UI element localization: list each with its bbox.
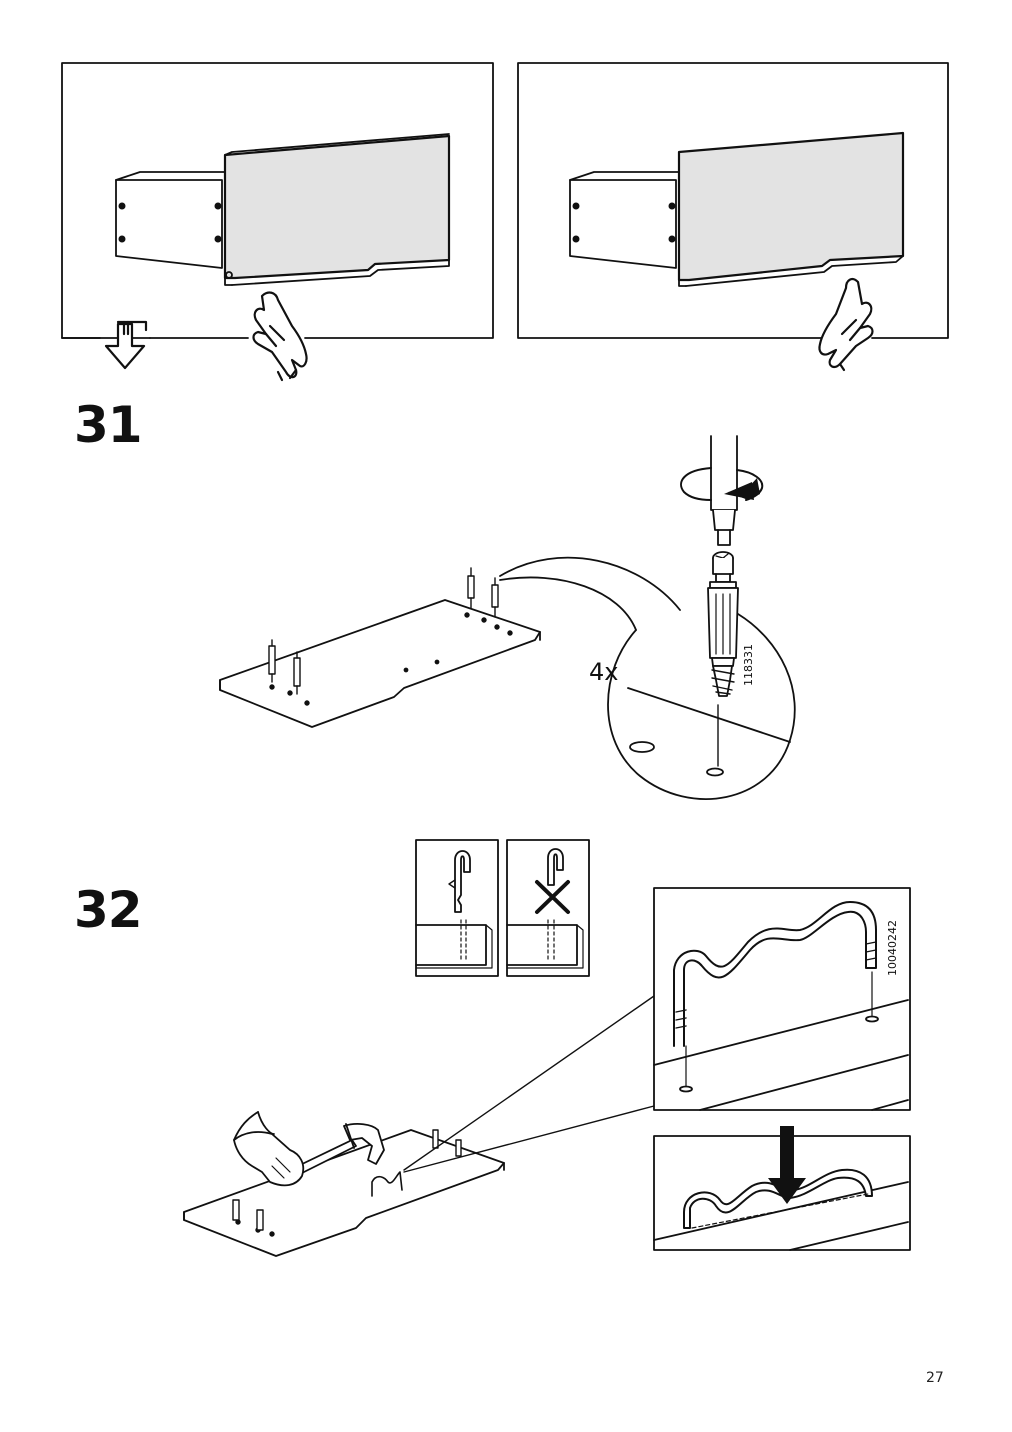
panel-1 bbox=[61, 62, 494, 382]
hand-hammer-icon bbox=[233, 1111, 305, 1187]
part-number-10040242: 10040242 bbox=[886, 920, 899, 976]
hand-press-icon bbox=[818, 278, 874, 372]
step-32-illustration bbox=[183, 839, 911, 1257]
board-icon bbox=[219, 599, 541, 728]
part-number-118331: 118331 bbox=[742, 644, 755, 686]
quantity-label: 4x bbox=[589, 658, 618, 686]
cam-dowel-icon bbox=[268, 567, 499, 695]
down-arrow-icon bbox=[653, 1126, 911, 1251]
drawer-icon bbox=[569, 171, 679, 269]
hand-press-icon bbox=[252, 291, 308, 382]
panel-2 bbox=[517, 62, 949, 372]
drawer-front-icon bbox=[677, 131, 905, 287]
step-number-32: 32 bbox=[74, 881, 143, 939]
cam-dowel-icon bbox=[707, 551, 739, 697]
drawer-icon bbox=[115, 171, 226, 269]
page-number: 27 bbox=[926, 1370, 944, 1386]
wire-handle-icon bbox=[653, 887, 911, 1111]
board-icon bbox=[183, 1129, 505, 1257]
drawer-front-icon bbox=[223, 133, 451, 286]
push-arrow-down-icon bbox=[104, 320, 148, 370]
correct-example-icon bbox=[415, 839, 499, 977]
incorrect-example-icon bbox=[506, 839, 590, 977]
rotate-arrow-icon bbox=[680, 467, 764, 501]
step-31-illustration bbox=[219, 435, 796, 800]
step-number-31: 31 bbox=[74, 396, 143, 454]
